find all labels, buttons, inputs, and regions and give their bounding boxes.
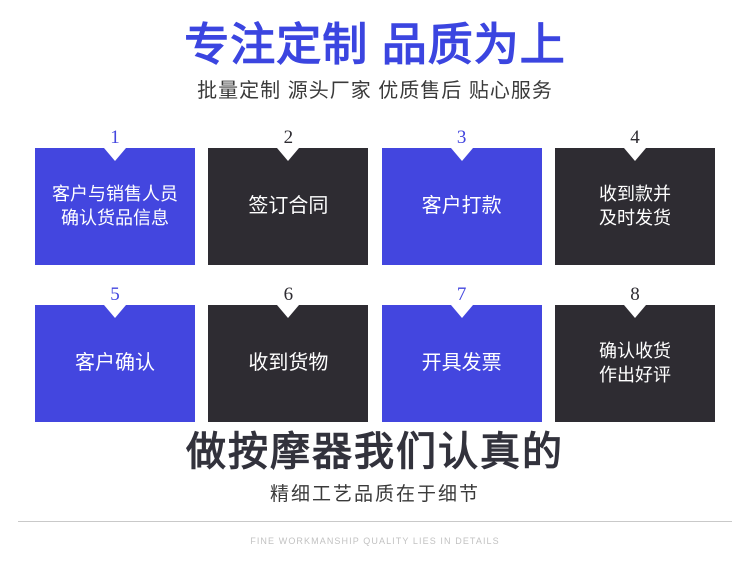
footer-english-tagline: FINE WORKMANSHIP QUALITY LIES IN DETAILS [250, 535, 500, 546]
step-card-2[interactable]: 2 签订合同 [208, 127, 369, 265]
step-number-1: 1 [110, 127, 120, 148]
step-card-6[interactable]: 6 收到货物 [208, 284, 369, 422]
step-box-6[interactable]: 收到货物 [208, 305, 369, 422]
step-label-7: 开具发票 [421, 351, 502, 374]
step-number-8: 8 [630, 284, 640, 305]
step-row-1: 1 客户与销售人员 确认货品信息 2 签订合同 3 客户打款 [35, 128, 715, 265]
step-label-8: 确认收货 作出好评 [598, 341, 671, 385]
footer: 做按摩器我们认真的 精细工艺品质在于细节 FINE WORKMANSHIP QU… [0, 428, 750, 547]
footer-title: 做按摩器我们认真的 [186, 430, 564, 474]
step-number-7: 7 [456, 284, 467, 305]
notch-arrow-icon [277, 148, 300, 161]
step-row-2: 5 客户确认 6 收到货物 7 开具发票 [35, 285, 715, 422]
step-number-3: 3 [456, 127, 467, 148]
notch-arrow-icon [277, 305, 300, 318]
step-card-5[interactable]: 5 客户确认 [35, 285, 195, 422]
step-label-4: 收到款并 及时发货 [598, 184, 671, 228]
step-box-5[interactable]: 客户确认 [35, 305, 195, 422]
step-label-5: 客户确认 [75, 351, 155, 374]
step-box-1[interactable]: 客户与销售人员 确认货品信息 [35, 148, 195, 265]
page-title: 专注定制 品质为上 [184, 19, 566, 70]
notch-arrow-icon [450, 148, 473, 161]
step-label-6: 收到货物 [248, 351, 329, 374]
footer-subtitle: 精细工艺品质在于细节 [269, 484, 480, 505]
header: 专注定制 品质为上 批量定制 源头厂家 优质售后 贴心服务 [0, 0, 750, 103]
step-label-3: 客户打款 [421, 194, 502, 217]
step-number-6: 6 [283, 284, 294, 305]
step-label-1: 客户与销售人员 确认货品信息 [52, 184, 178, 228]
notch-arrow-icon [623, 148, 646, 161]
page-subtitle: 批量定制 源头厂家 优质售后 贴心服务 [197, 80, 553, 103]
notch-arrow-icon [450, 305, 473, 318]
step-card-7[interactable]: 7 开具发票 [381, 284, 542, 422]
step-box-7[interactable]: 开具发票 [381, 305, 542, 422]
step-card-8[interactable]: 8 确认收货 作出好评 [554, 284, 715, 422]
step-label-2: 签订合同 [248, 194, 329, 217]
step-number-5: 5 [110, 284, 120, 305]
step-box-2[interactable]: 签订合同 [208, 148, 369, 265]
notch-arrow-icon [623, 305, 646, 318]
step-number-4: 4 [630, 127, 640, 148]
step-number-2: 2 [283, 127, 294, 148]
step-box-8[interactable]: 确认收货 作出好评 [554, 305, 715, 422]
notch-arrow-icon [104, 148, 126, 161]
step-card-3[interactable]: 3 客户打款 [381, 127, 542, 265]
step-box-4[interactable]: 收到款并 及时发货 [554, 148, 715, 265]
step-card-1[interactable]: 1 客户与销售人员 确认货品信息 [35, 128, 195, 265]
step-card-4[interactable]: 4 收到款并 及时发货 [554, 127, 715, 265]
footer-divider [18, 520, 732, 522]
step-box-3[interactable]: 客户打款 [381, 148, 542, 265]
notch-arrow-icon [104, 305, 126, 318]
process-steps: 1 客户与销售人员 确认货品信息 2 签订合同 3 客户打款 [35, 128, 715, 442]
